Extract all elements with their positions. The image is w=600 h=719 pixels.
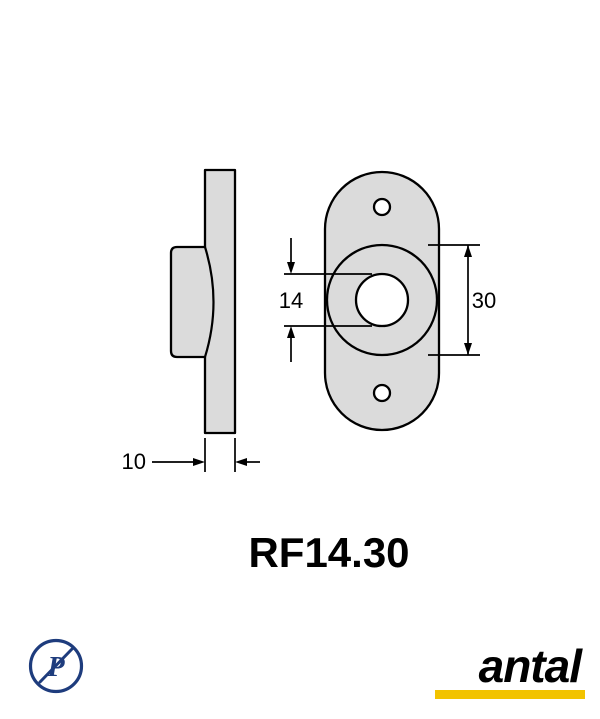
arrowhead-right-icon: [193, 458, 205, 466]
roundel-letter: P: [46, 652, 65, 683]
dimension-outer-diameter: 30: [428, 244, 496, 356]
dimension-label-outer-diameter: 30: [472, 288, 496, 313]
front-view: [323, 170, 441, 432]
product-code: RF14.30: [248, 529, 410, 576]
dimension-hole-diameter: 14: [279, 238, 372, 362]
dimension-label-hole-diameter: 14: [279, 288, 303, 313]
dimension-thickness: 10: [122, 438, 260, 474]
arrowhead-down-icon: [287, 262, 295, 274]
side-view: [169, 168, 237, 435]
roundel-slash-icon: [38, 647, 74, 684]
antal-wordmark: antal: [435, 640, 585, 699]
antal-roundel-logo: P: [28, 638, 84, 694]
arrowhead-down-icon: [464, 343, 472, 355]
dimension-label-thickness: 10: [122, 449, 146, 474]
center-hole: [354, 272, 410, 328]
top-fastener-hole: [372, 197, 392, 217]
side-view-face-curve: [203, 246, 215, 358]
arrowhead-up-icon: [287, 326, 295, 338]
antal-accent-bar: [435, 690, 585, 699]
arrowhead-up-icon: [464, 245, 472, 257]
arrowhead-left-icon: [235, 458, 247, 466]
side-view-profile: [169, 168, 237, 435]
bottom-fastener-hole: [372, 383, 392, 403]
roundel-circle: [28, 638, 84, 694]
antal-wordmark-text: antal: [478, 640, 582, 693]
